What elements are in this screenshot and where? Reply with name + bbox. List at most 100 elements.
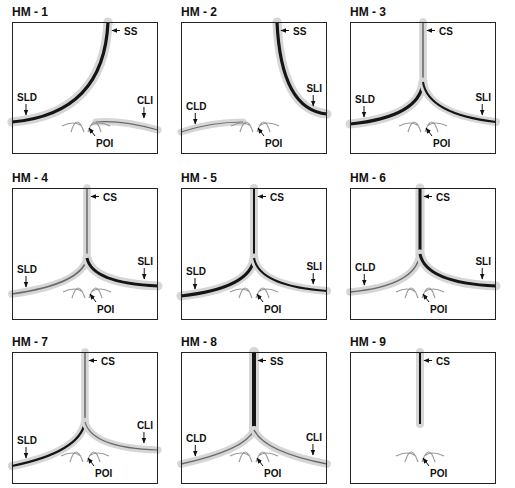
poi-structure bbox=[396, 288, 444, 298]
label-arrow bbox=[195, 445, 196, 456]
poi-structure bbox=[230, 288, 278, 298]
structure-line bbox=[96, 122, 158, 130]
structure-halo bbox=[249, 352, 259, 430]
label-arrow bbox=[424, 360, 432, 361]
structure-line bbox=[419, 352, 421, 424]
structure-label: CLI bbox=[136, 420, 154, 431]
structure-halo bbox=[96, 122, 158, 130]
label-arrow bbox=[143, 107, 144, 118]
structure-line bbox=[84, 352, 86, 422]
image-panel: HM - 5CSSLDSLIPOI bbox=[181, 188, 327, 320]
structure-line bbox=[350, 82, 423, 124]
panel-drawing bbox=[181, 22, 327, 136]
structure-label: SS bbox=[269, 356, 284, 367]
panel-drawing bbox=[396, 352, 444, 466]
panel-heading: HM - 4 bbox=[12, 172, 48, 185]
panel-drawing bbox=[350, 188, 496, 302]
label-arrow bbox=[423, 458, 429, 466]
structure-line bbox=[181, 122, 243, 132]
structure-label: POI bbox=[264, 138, 283, 149]
image-panel: HM - 7CSSLDCLIPOI bbox=[12, 352, 158, 484]
structure-line bbox=[12, 422, 85, 466]
label-arrow bbox=[482, 268, 483, 279]
label-arrow bbox=[89, 128, 95, 136]
label-arrow bbox=[313, 95, 314, 106]
panel-drawing bbox=[12, 22, 158, 136]
structure-label: POI bbox=[94, 468, 113, 479]
structure-line bbox=[181, 258, 254, 296]
label-arrow bbox=[426, 128, 432, 136]
label-arrow bbox=[312, 444, 313, 455]
label-arrow bbox=[257, 294, 263, 302]
image-panel: HM - 4CSSLDSLIPOI bbox=[12, 188, 158, 320]
label-arrow bbox=[258, 196, 266, 197]
structure-halo bbox=[416, 352, 424, 424]
structure-label: SLD bbox=[16, 92, 38, 103]
structure-label: CS bbox=[435, 192, 451, 203]
structure-halo bbox=[81, 352, 89, 422]
structure-halo bbox=[250, 188, 258, 258]
structure-halo bbox=[181, 430, 254, 464]
structure-label: CLI bbox=[305, 432, 323, 443]
panel-drawing bbox=[12, 188, 158, 302]
structure-halo bbox=[254, 258, 327, 291]
label-arrow bbox=[90, 294, 96, 302]
structure-halo bbox=[181, 122, 243, 132]
panel-heading: HM - 2 bbox=[181, 6, 217, 19]
structure-label: SLI bbox=[305, 83, 323, 94]
image-panel: HM - 1SSSLDCLIPOI bbox=[12, 22, 158, 154]
structure-halo bbox=[12, 22, 108, 122]
label-arrow bbox=[89, 360, 97, 361]
structure-label: CLI bbox=[136, 95, 154, 106]
structure-label: CS bbox=[435, 356, 451, 367]
structure-halo bbox=[83, 188, 91, 258]
structure-label: CLD bbox=[185, 101, 208, 112]
structure-label: CLD bbox=[185, 433, 208, 444]
structure-line bbox=[422, 22, 424, 82]
panel-heading: HM - 9 bbox=[350, 336, 386, 349]
label-arrow bbox=[482, 104, 483, 115]
structure-label: CLD bbox=[354, 262, 377, 273]
structure-label: SS bbox=[123, 26, 138, 37]
structure-label: SLI bbox=[305, 261, 323, 272]
structure-line bbox=[423, 82, 496, 122]
structure-label: POI bbox=[95, 138, 114, 149]
label-arrow bbox=[91, 196, 99, 197]
structure-line bbox=[12, 22, 108, 122]
panel-drawing bbox=[350, 22, 496, 136]
structure-label: SLI bbox=[474, 256, 492, 267]
label-arrow bbox=[257, 458, 263, 466]
panel-heading: HM - 1 bbox=[12, 6, 48, 19]
structure-label: POI bbox=[263, 304, 282, 315]
label-arrow bbox=[144, 268, 145, 279]
structure-halo bbox=[350, 254, 420, 292]
image-panel: HM - 6CSCLDSLIPOI bbox=[350, 188, 496, 320]
structure-halo bbox=[416, 188, 425, 254]
structure-line bbox=[253, 188, 255, 258]
label-arrow bbox=[281, 30, 289, 31]
image-panel: HM - 8SSCLDCLIPOI bbox=[181, 352, 327, 484]
structure-halo bbox=[420, 254, 496, 286]
panel-drawing bbox=[12, 352, 158, 466]
label-arrow bbox=[364, 274, 365, 285]
structure-label: SLI bbox=[136, 256, 154, 267]
structure-line bbox=[86, 188, 88, 258]
structure-halo bbox=[350, 82, 423, 124]
structure-label: POI bbox=[429, 468, 448, 479]
panel-heading: HM - 8 bbox=[181, 336, 217, 349]
structure-label: POI bbox=[432, 138, 451, 149]
panel-drawing bbox=[181, 352, 327, 466]
structure-halo bbox=[423, 82, 496, 122]
structure-label: CS bbox=[100, 356, 116, 367]
structure-halo bbox=[12, 422, 85, 466]
structure-label: SLI bbox=[474, 92, 492, 103]
structure-line bbox=[252, 352, 256, 430]
structure-line bbox=[254, 430, 327, 464]
label-arrow bbox=[195, 113, 196, 124]
structure-line bbox=[420, 254, 496, 286]
label-arrow bbox=[112, 30, 120, 31]
label-arrow bbox=[364, 106, 365, 117]
poi-structure bbox=[231, 122, 279, 132]
panel-heading: HM - 3 bbox=[350, 6, 386, 19]
